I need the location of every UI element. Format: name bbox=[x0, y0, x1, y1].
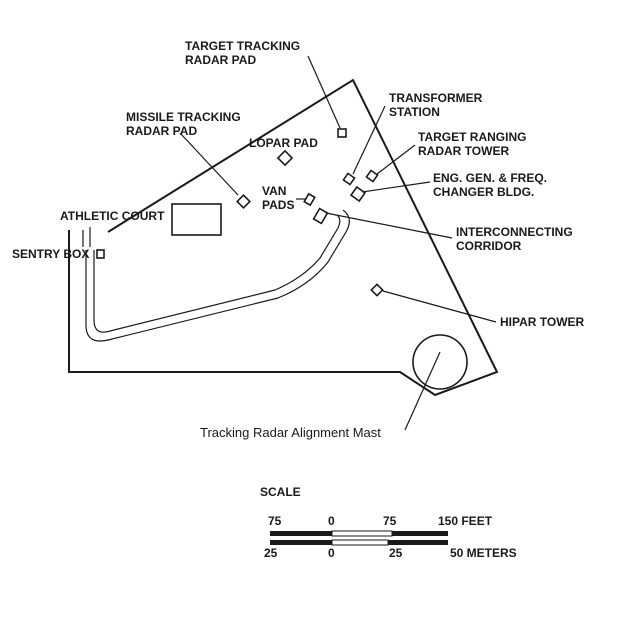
athletic-court-label: ATHLETIC COURT bbox=[60, 209, 165, 223]
scale-feet-tick: 75 bbox=[268, 514, 282, 528]
van-pads-label-2: PADS bbox=[262, 198, 294, 212]
leader-line bbox=[382, 290, 497, 323]
interconnecting-corridor-label-1: INTERCONNECTING bbox=[456, 225, 573, 239]
scale-bar-feet bbox=[270, 530, 448, 537]
scale-meter-tick: 50 METERS bbox=[450, 546, 517, 560]
leader-line bbox=[307, 55, 341, 129]
road-outer-edge bbox=[85, 209, 350, 342]
scale-meter-tick: 0 bbox=[328, 546, 335, 560]
tracking-radar-alignment-mast-label: Tracking Radar Alignment Mast bbox=[200, 425, 381, 440]
scale-bar-meters bbox=[270, 539, 448, 546]
missile-tracking-radar-pad-label-2: RADAR PAD bbox=[126, 124, 197, 138]
target-ranging-radar-tower-label-2: RADAR TOWER bbox=[418, 144, 509, 158]
scale-feet-tick: 150 FEET bbox=[438, 514, 493, 528]
scale-title: SCALE bbox=[260, 485, 301, 499]
van-pad-marker bbox=[303, 192, 316, 207]
interconnecting-corridor-label-2: CORRIDOR bbox=[456, 239, 522, 253]
sentry-box-label: SENTRY BOX bbox=[12, 247, 89, 261]
van-pad-marker bbox=[312, 207, 329, 225]
scale-feet-tick: 0 bbox=[328, 514, 335, 528]
van-pads-label-1: VAN bbox=[262, 184, 286, 198]
scale-feet-tick: 75 bbox=[383, 514, 397, 528]
hipar-tower-marker bbox=[370, 283, 384, 297]
lopar-pad-marker bbox=[276, 149, 294, 167]
transformer-station-marker bbox=[342, 172, 356, 186]
eng-gen-freq-changer-bldg-marker bbox=[349, 185, 367, 203]
transformer-station-label-1: TRANSFORMER bbox=[389, 91, 483, 105]
missile-tracking-radar-pad-label-1: MISSILE TRACKING bbox=[126, 110, 241, 124]
missile-tracking-radar-pad-marker bbox=[236, 194, 251, 209]
transformer-station-label-2: STATION bbox=[389, 105, 440, 119]
leader-line bbox=[361, 181, 431, 193]
target-tracking-radar-pad-marker bbox=[337, 128, 347, 138]
hipar-tower-label: HIPAR TOWER bbox=[500, 315, 585, 329]
lopar-pad-label: LOPAR PAD bbox=[249, 136, 318, 150]
leader-line bbox=[352, 105, 386, 175]
leader-line bbox=[325, 212, 453, 239]
scale-meter-tick: 25 bbox=[389, 546, 403, 560]
sentry-box-marker bbox=[96, 249, 105, 259]
scale-meter-tick: 25 bbox=[264, 546, 278, 560]
leader-line bbox=[376, 144, 416, 175]
site-boundary bbox=[68, 78, 499, 397]
target-tracking-radar-pad-label-2: RADAR PAD bbox=[185, 53, 256, 67]
target-tracking-radar-pad-label-1: TARGET TRACKING bbox=[185, 39, 300, 53]
eng-gen-freq-label-1: ENG. GEN. & FREQ. bbox=[433, 171, 547, 185]
target-ranging-radar-tower-marker bbox=[365, 169, 379, 183]
leader-line bbox=[404, 351, 441, 431]
target-ranging-radar-tower-label-1: TARGET RANGING bbox=[418, 130, 526, 144]
eng-gen-freq-label-2: CHANGER BLDG. bbox=[433, 185, 534, 199]
road-inner-edge bbox=[93, 214, 341, 333]
leader-line bbox=[179, 132, 239, 196]
alignment-mast-circle bbox=[412, 334, 468, 390]
athletic-court-rect bbox=[171, 203, 222, 236]
